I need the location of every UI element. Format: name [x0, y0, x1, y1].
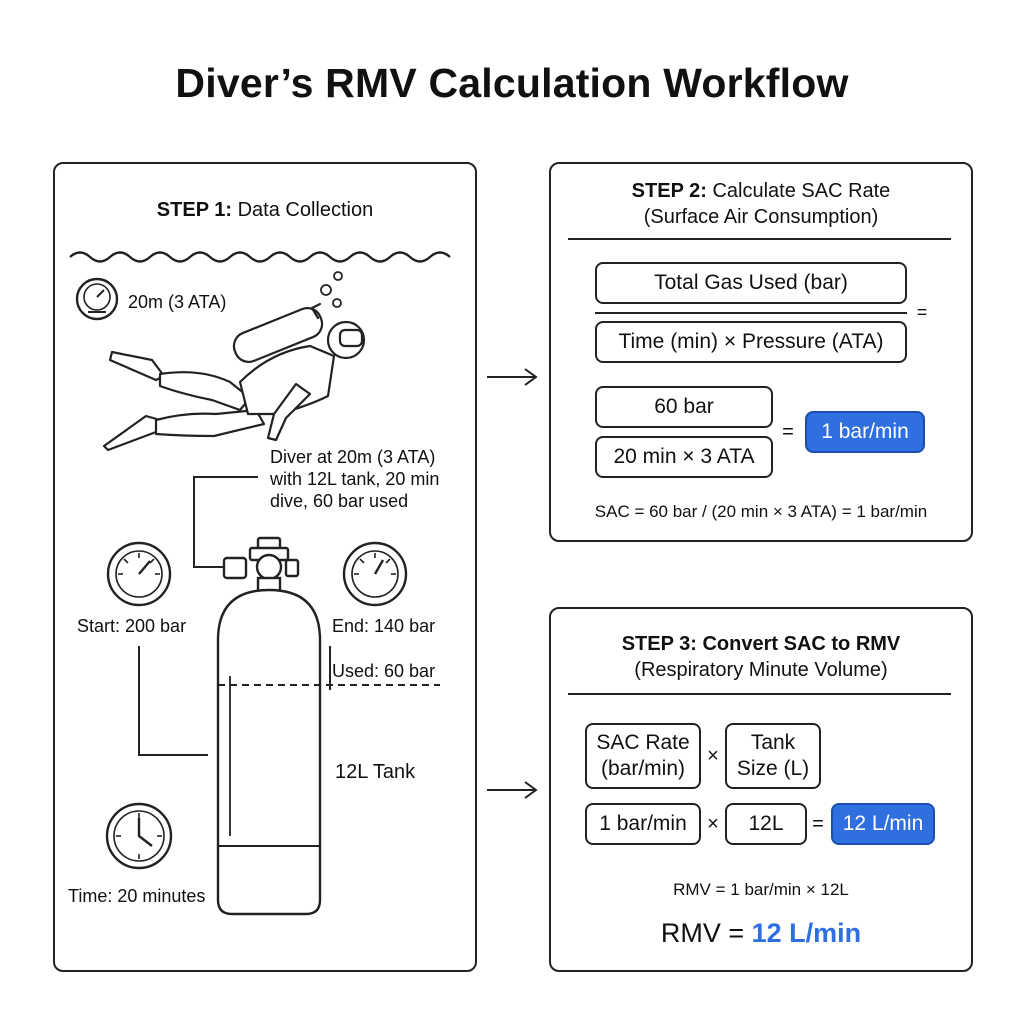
waves-icon: [69, 251, 451, 263]
diver-note-line: with 12L tank, 20 min: [270, 469, 440, 489]
sac-value-numerator: 60 bar: [595, 386, 773, 428]
rmv-formula-tank: Tank Size (L): [725, 723, 821, 789]
diver-note: Diver at 20m (3 ATA) with 12L tank, 20 m…: [270, 446, 439, 512]
rmv-final: RMV = 12 L/min: [549, 915, 973, 951]
step3-heading: STEP 3: Convert SAC to RMV: [621, 633, 901, 655]
step3-divider: [568, 693, 951, 695]
start-pressure-gauge-icon: [106, 541, 172, 607]
note-connector: [193, 476, 258, 568]
rmv-value-equals: =: [812, 813, 824, 835]
rmv-formula-tank-line: Tank: [750, 731, 796, 754]
rmv-formula-sac-line: SAC Rate: [596, 731, 690, 754]
step1-heading-bold: STEP 1:: [156, 199, 233, 221]
end-pressure-gauge-icon: [342, 541, 408, 607]
step3-heading-block: STEP 3: Convert SAC to RMV (Respiratory …: [549, 631, 973, 683]
depth-label: 20m (3 ATA): [128, 292, 227, 312]
step2-heading-bold: STEP 2:: [631, 180, 707, 202]
sac-formula-equals: =: [916, 302, 928, 322]
rmv-formula-times: ×: [707, 745, 719, 767]
step2-heading-rest: Calculate SAC Rate: [706, 180, 891, 202]
rmv-formula-sac: SAC Rate (bar/min): [585, 723, 701, 789]
sac-result: 1 bar/min: [805, 411, 925, 453]
diver-note-line: dive, 60 bar used: [270, 491, 409, 511]
rmv-summary: RMV = 1 bar/min × 12L: [673, 880, 849, 899]
rmv-final-label: RMV =: [660, 918, 752, 948]
tank-size-label: 12L Tank: [335, 761, 416, 783]
rmv-value-times: ×: [707, 813, 719, 835]
arrow-right-icon: [487, 368, 538, 386]
step3-subheading: (Respiratory Minute Volume): [634, 659, 888, 681]
rmv-value-sac: 1 bar/min: [585, 803, 701, 845]
sac-value-equals: =: [782, 421, 794, 443]
step2-subheading: (Surface Air Consumption): [643, 206, 879, 228]
step3-panel: [549, 607, 973, 972]
sac-formula-fraction-bar: [595, 312, 907, 314]
sac-value-denominator: 20 min × 3 ATA: [595, 436, 773, 478]
page-title: Diver’s RMV Calculation Workflow: [175, 60, 849, 106]
rmv-formula-sac-line: (bar/min): [600, 757, 685, 780]
rmv-value-tank: 12L: [725, 803, 807, 845]
dive-time-label: Time: 20 minutes: [68, 886, 206, 906]
used-gas-label: Used: 60 bar: [332, 661, 436, 681]
sac-summary: SAC = 60 bar / (20 min × 3 ATA) = 1 bar/…: [594, 502, 928, 521]
depth-gauge-icon: [75, 277, 119, 321]
step1-heading-rest: Data Collection: [232, 199, 374, 221]
start-connector: [138, 646, 208, 756]
step2-heading: STEP 2: Calculate SAC Rate (Surface Air …: [549, 178, 973, 230]
sac-formula-denominator: Time (min) × Pressure (ATA): [595, 321, 907, 363]
rmv-final-value: 12 L/min: [751, 918, 862, 948]
arrow-right-icon: [487, 781, 538, 799]
step2-divider: [568, 238, 951, 240]
start-pressure-label: Start: 200 bar: [77, 616, 187, 636]
rmv-result: 12 L/min: [831, 803, 935, 845]
scuba-tank-icon: [216, 536, 322, 916]
bubbles-icon: [320, 271, 343, 308]
clock-icon: [105, 802, 173, 870]
diver-note-line: Diver at 20m (3 ATA): [270, 447, 436, 467]
diver-icon: [102, 302, 366, 452]
rmv-formula-tank-line: Size (L): [736, 757, 810, 780]
sac-formula-numerator: Total Gas Used (bar): [595, 262, 907, 304]
end-pressure-label: End: 140 bar: [332, 616, 436, 636]
step1-heading: STEP 1: Data Collection: [53, 198, 477, 222]
